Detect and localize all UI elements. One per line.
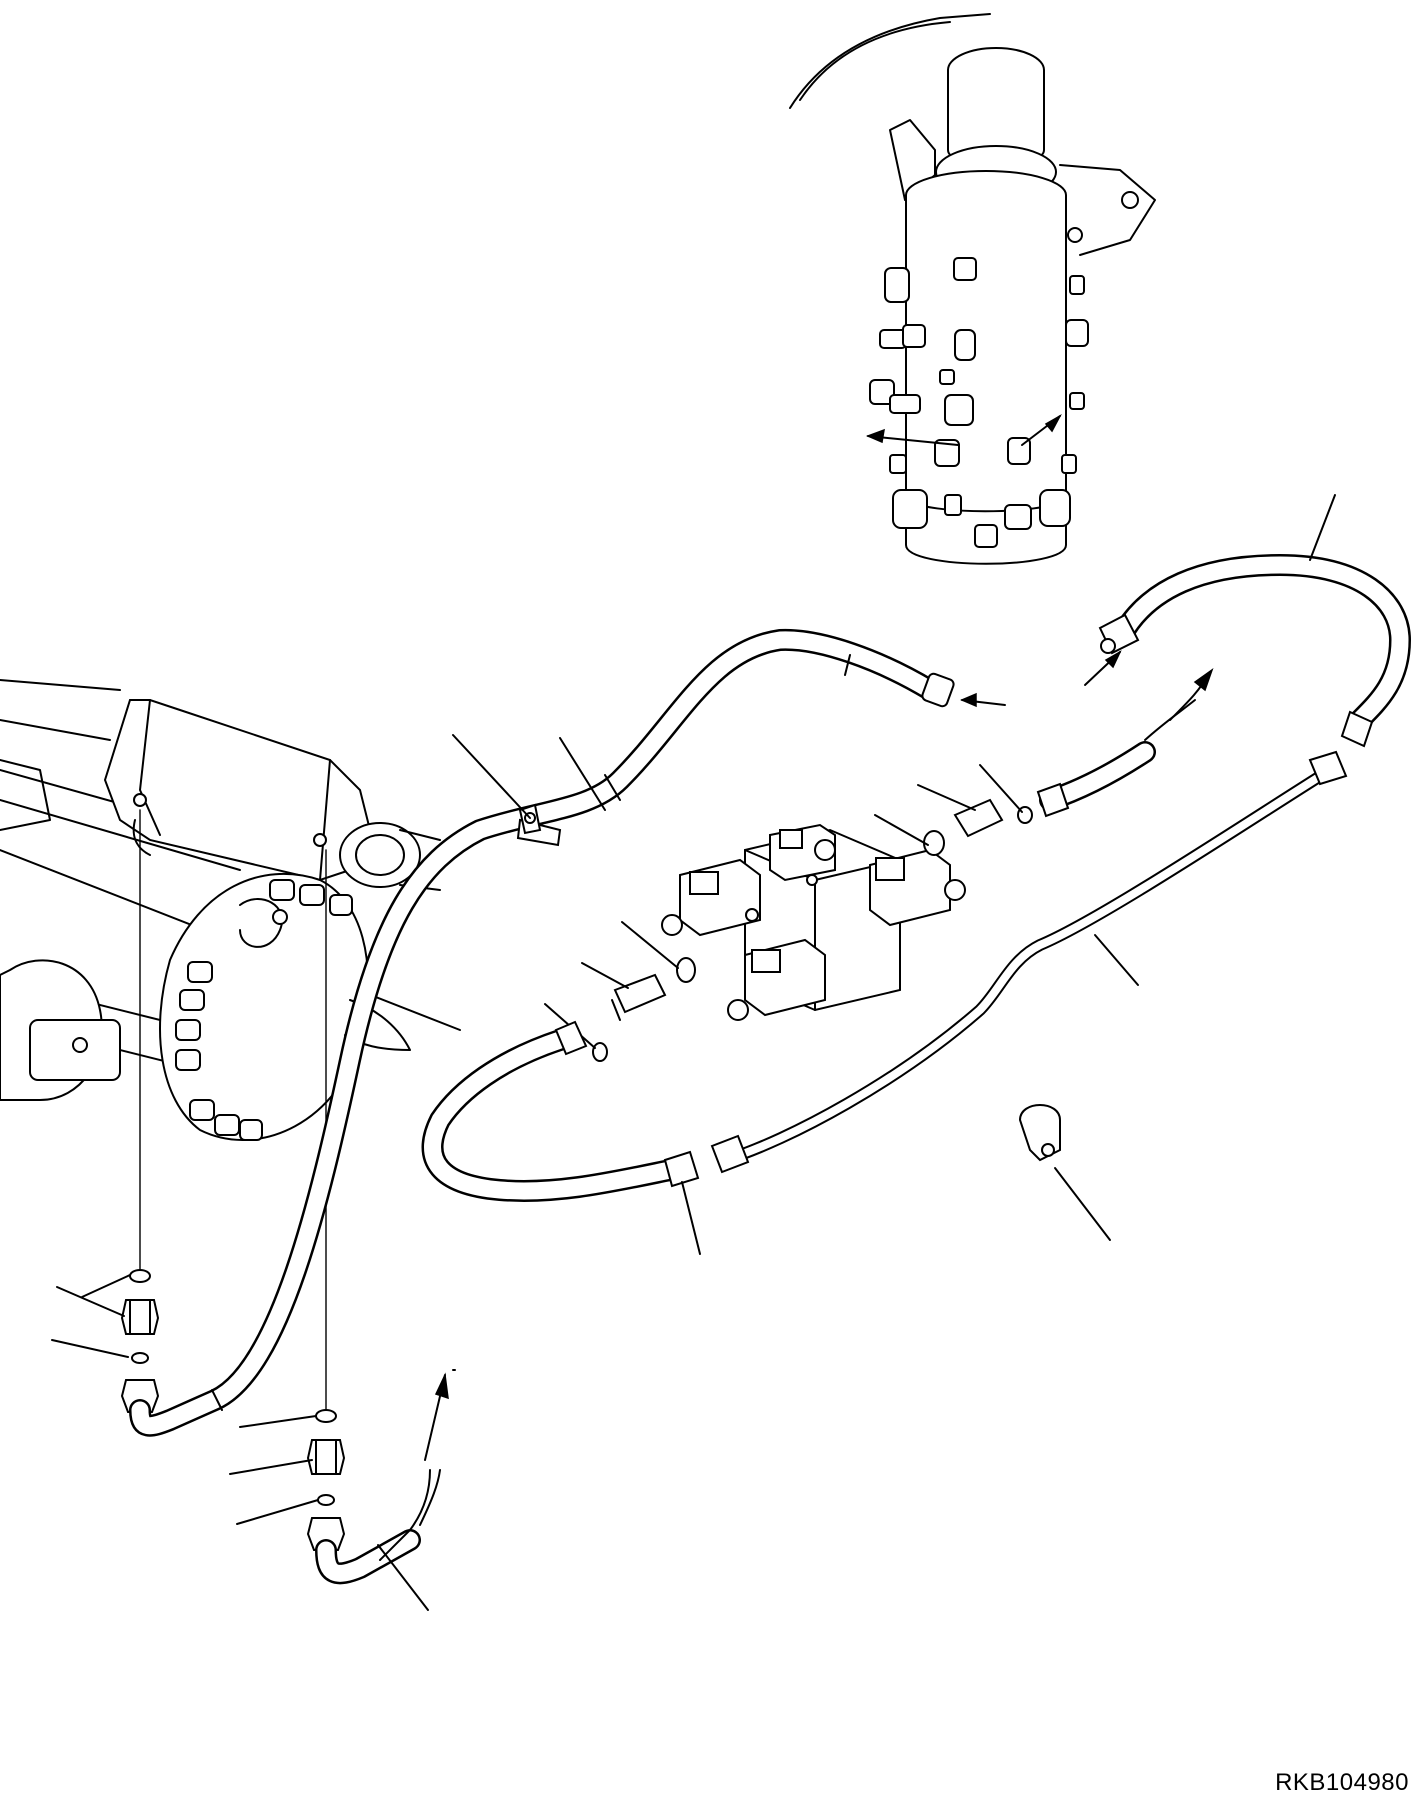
leader-connector-a bbox=[581, 962, 629, 989]
leader-adapter-right bbox=[229, 1459, 313, 1475]
loop-hose-end bbox=[554, 1020, 588, 1056]
bracket-bolt bbox=[1121, 191, 1139, 209]
fitting-stack-right bbox=[229, 1409, 346, 1551]
hose-right bbox=[1084, 494, 1411, 748]
steel-pipe bbox=[710, 750, 1348, 1174]
knob-a bbox=[661, 914, 683, 936]
o-ring bbox=[129, 1269, 151, 1283]
pipe-nut-upper bbox=[1308, 750, 1348, 786]
leader-steel-pipe bbox=[1094, 934, 1139, 986]
leader-connector-b bbox=[917, 784, 976, 811]
o-ring-valve-a bbox=[676, 957, 696, 983]
hose-short bbox=[315, 1469, 441, 1611]
hose-left bbox=[129, 628, 1006, 1437]
connector-c bbox=[875, 857, 905, 881]
connector-fitting-a bbox=[613, 973, 667, 1014]
solenoid-valve bbox=[661, 823, 966, 1021]
swivel-body bbox=[905, 195, 1067, 565]
leader-oring-left bbox=[81, 1274, 131, 1298]
leader-oring-valve-c bbox=[874, 814, 929, 846]
swivel-bracket-right bbox=[1059, 164, 1156, 256]
leader-short-hose bbox=[377, 1544, 429, 1611]
flow-arrow-right-b bbox=[1193, 668, 1214, 692]
hose-valve-upper-end bbox=[1036, 782, 1070, 818]
leader-oring-valve-d bbox=[979, 764, 1023, 813]
leader-oring-valve-a bbox=[621, 921, 679, 969]
o-ring-valve-c bbox=[923, 830, 945, 856]
knob-c bbox=[944, 879, 966, 901]
leader-oring2-right bbox=[236, 1499, 319, 1525]
leader-right-hose bbox=[1309, 494, 1336, 561]
o-ring-valve-b bbox=[592, 1042, 608, 1062]
bracket-bolt-2 bbox=[1067, 227, 1083, 243]
leader-adapter-left bbox=[56, 1286, 125, 1317]
leader-left-hose bbox=[559, 737, 606, 811]
flange-bolts bbox=[175, 879, 353, 1141]
swivel-bracket-left bbox=[889, 119, 936, 201]
connector-b bbox=[779, 829, 803, 849]
hose-end-fitting bbox=[921, 672, 955, 708]
drawing-number: RKB104980 bbox=[1275, 1769, 1409, 1796]
o-ring-small bbox=[317, 1494, 335, 1506]
hose-valve-upper bbox=[1036, 668, 1214, 818]
valve-fittings-lower bbox=[544, 921, 696, 1062]
fitting-stack-left bbox=[51, 1269, 160, 1413]
connector-fitting-b bbox=[953, 798, 1004, 838]
knob-d bbox=[727, 999, 749, 1021]
adapter-fitting bbox=[306, 1439, 346, 1475]
leader-oring-right bbox=[239, 1415, 317, 1428]
swivel-joint bbox=[789, 13, 1156, 565]
valve-fittings-upper bbox=[874, 764, 1033, 856]
loose-clamp bbox=[1018, 1104, 1111, 1241]
axle-assembly bbox=[0, 679, 461, 1141]
swivel-ports bbox=[869, 257, 1089, 548]
connector-d bbox=[751, 949, 781, 973]
leader-clamp bbox=[452, 734, 531, 819]
swivel-cable-2 bbox=[799, 21, 951, 101]
elbow-nut bbox=[306, 1517, 346, 1551]
leader-loose-clamp bbox=[1054, 1167, 1111, 1241]
adapter-fitting bbox=[120, 1299, 160, 1335]
swivel-cable bbox=[789, 13, 991, 109]
leader-oring2-left bbox=[51, 1339, 129, 1358]
leader-loop-hose bbox=[681, 1181, 701, 1255]
loop-hose-fitting bbox=[663, 1150, 700, 1188]
o-ring bbox=[315, 1409, 337, 1423]
hose-loop bbox=[421, 1020, 701, 1255]
pipe-nut-lower bbox=[710, 1134, 750, 1174]
hose-right-fitting-bottom bbox=[1340, 710, 1374, 748]
o-ring-small bbox=[131, 1352, 149, 1364]
knob-b bbox=[814, 839, 836, 861]
connector-a bbox=[689, 871, 719, 895]
